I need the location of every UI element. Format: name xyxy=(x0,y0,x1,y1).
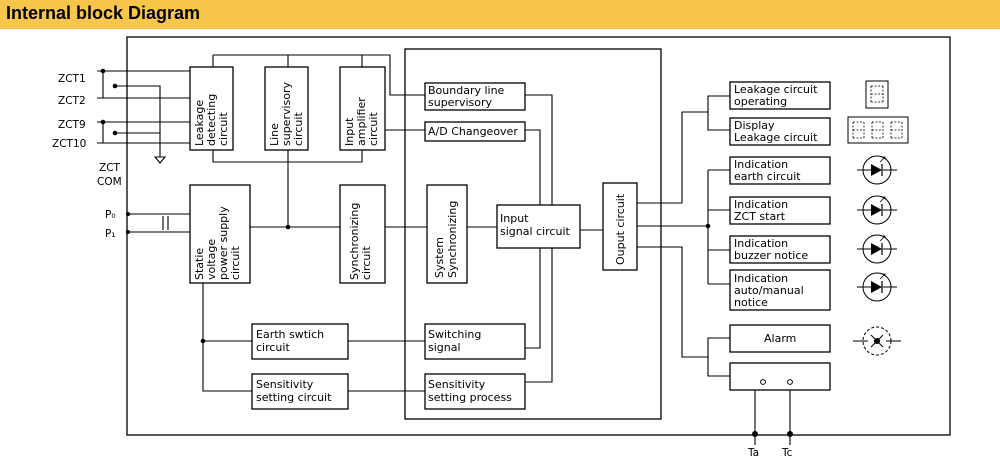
svg-text:Indication: Indication xyxy=(734,198,788,211)
input-amplifier-block: Input amplifier circuit xyxy=(339,66,386,151)
system-synchronizing-block: System Synchronizing xyxy=(426,184,468,284)
display-leakage-block: Display Leakage circuit xyxy=(729,117,831,146)
svg-text:buzzer notice: buzzer notice xyxy=(734,249,808,262)
p1-label: P₁ xyxy=(105,228,116,240)
svg-text:Input: Input xyxy=(343,117,356,146)
page-title: Internal block Diagram xyxy=(6,3,201,23)
led-icon xyxy=(857,234,897,264)
svg-text:Display: Display xyxy=(734,119,775,132)
led-icon xyxy=(857,272,897,302)
svg-text:A/D Changeover: A/D Changeover xyxy=(428,125,518,138)
svg-text:operating: operating xyxy=(734,95,787,108)
svg-text:Leakage: Leakage xyxy=(193,100,206,146)
zct2-label: ZCT2 xyxy=(58,95,86,107)
svg-text:System: System xyxy=(433,237,446,278)
boundary-line-block: Boundary line supervisory xyxy=(424,82,526,111)
svg-text:detecting: detecting xyxy=(205,94,218,146)
svg-text:ZCT start: ZCT start xyxy=(734,210,786,223)
zct1-label: ZCT1 xyxy=(58,73,86,85)
svg-text:Indication: Indication xyxy=(734,158,788,171)
zct10-label: ZCT10 xyxy=(52,138,86,150)
seven-segment-digit-icon xyxy=(865,80,889,109)
zct9-label: ZCT9 xyxy=(58,119,86,131)
svg-text:circuit: circuit xyxy=(229,246,242,280)
svg-text:Statie: Statie xyxy=(193,248,206,280)
device-frame xyxy=(126,36,951,436)
leakage-detecting-block: Leakage detecting circuit xyxy=(189,66,234,151)
svg-text:signal circuit: signal circuit xyxy=(500,225,570,238)
svg-text:Input: Input xyxy=(500,212,529,225)
alarm-block: Alarm xyxy=(729,324,831,353)
svg-text:Indication: Indication xyxy=(734,237,788,250)
relay-contact-block xyxy=(729,362,831,391)
svg-text:Synchronizing: Synchronizing xyxy=(348,203,361,280)
p0-label: P₀ xyxy=(105,209,116,221)
svg-text:Indication: Indication xyxy=(734,272,788,285)
svg-text:supervisory: supervisory xyxy=(280,81,293,146)
led-icon xyxy=(857,155,897,185)
svg-text:amplifier: amplifier xyxy=(355,97,368,146)
terminal-tc-label: Tc xyxy=(781,447,793,459)
svg-text:earth circuit: earth circuit xyxy=(734,170,801,183)
output-circuit-block: Ouput circuit xyxy=(602,182,638,271)
svg-text:Synchronizing: Synchronizing xyxy=(446,201,459,278)
input-signal-block: Input signal circuit xyxy=(496,204,581,249)
indication-buzzer-block: Indication buzzer notice xyxy=(729,235,831,264)
svg-text:auto/manual: auto/manual xyxy=(734,284,804,297)
zct-com-label-1: ZCT xyxy=(99,162,121,174)
indication-zct-block: Indication ZCT start xyxy=(729,196,831,225)
svg-text:circuit: circuit xyxy=(367,112,380,146)
zct-com-label-2: COM xyxy=(97,176,122,188)
switching-signal-block: Switching signal xyxy=(424,323,526,360)
svg-text:Leakage circuit: Leakage circuit xyxy=(734,131,818,144)
buzzer-lamp-icon xyxy=(853,326,901,356)
sensitivity-process-block: Sensitivity setting process xyxy=(424,373,526,410)
sensitivity-setting-block: Sensitivity setting circuit xyxy=(251,373,349,410)
svg-text:Leakage circuit: Leakage circuit xyxy=(734,83,818,96)
svg-text:power supply: power supply xyxy=(217,206,230,280)
svg-text:supervisory: supervisory xyxy=(428,96,493,109)
svg-text:signal: signal xyxy=(428,341,461,354)
synchronizing-block: Synchronizing circuit xyxy=(339,184,386,284)
three-digit-display-icon xyxy=(847,116,909,144)
wiring xyxy=(97,54,791,445)
header-bar: Internal block Diagram xyxy=(0,0,1000,29)
svg-text:Ouput circuit: Ouput circuit xyxy=(614,193,627,265)
static-voltage-supply-block: Statie voltage power supply circuit xyxy=(189,184,251,284)
terminal-ta-label: Ta xyxy=(747,447,759,459)
svg-text:Line: Line xyxy=(268,123,281,146)
led-icon xyxy=(857,195,897,225)
svg-text:Sensitivity: Sensitivity xyxy=(256,378,314,391)
svg-text:voltage: voltage xyxy=(205,239,218,280)
processor-frame xyxy=(404,48,662,420)
svg-text:notice: notice xyxy=(734,296,768,309)
line-supervisory-block: Line supervisory circuit xyxy=(264,66,309,151)
junction-dots xyxy=(100,68,793,437)
svg-text:Sensitivity: Sensitivity xyxy=(428,378,486,391)
svg-text:Earth swtich: Earth swtich xyxy=(256,328,324,341)
svg-text:Switching: Switching xyxy=(428,328,481,341)
leakage-operating-block: Leakage circuit operating xyxy=(729,81,831,110)
svg-text:setting circuit: setting circuit xyxy=(256,391,332,404)
svg-text:circuit: circuit xyxy=(256,341,290,354)
svg-text:circuit: circuit xyxy=(217,112,230,146)
svg-text:setting process: setting process xyxy=(428,391,512,404)
indication-earth-block: Indication earth circuit xyxy=(729,156,831,185)
svg-text:circuit: circuit xyxy=(360,246,373,280)
svg-text:Boundary line: Boundary line xyxy=(428,84,505,97)
svg-text:Alarm: Alarm xyxy=(764,332,796,345)
earth-switch-block: Earth swtich circuit xyxy=(251,323,349,360)
relay-contact-icon xyxy=(760,379,793,385)
indication-auto-manual-block: Indication auto/manual notice xyxy=(729,269,831,311)
svg-text:circuit: circuit xyxy=(292,112,305,146)
ad-changeover-block: A/D Changeover xyxy=(424,121,526,142)
